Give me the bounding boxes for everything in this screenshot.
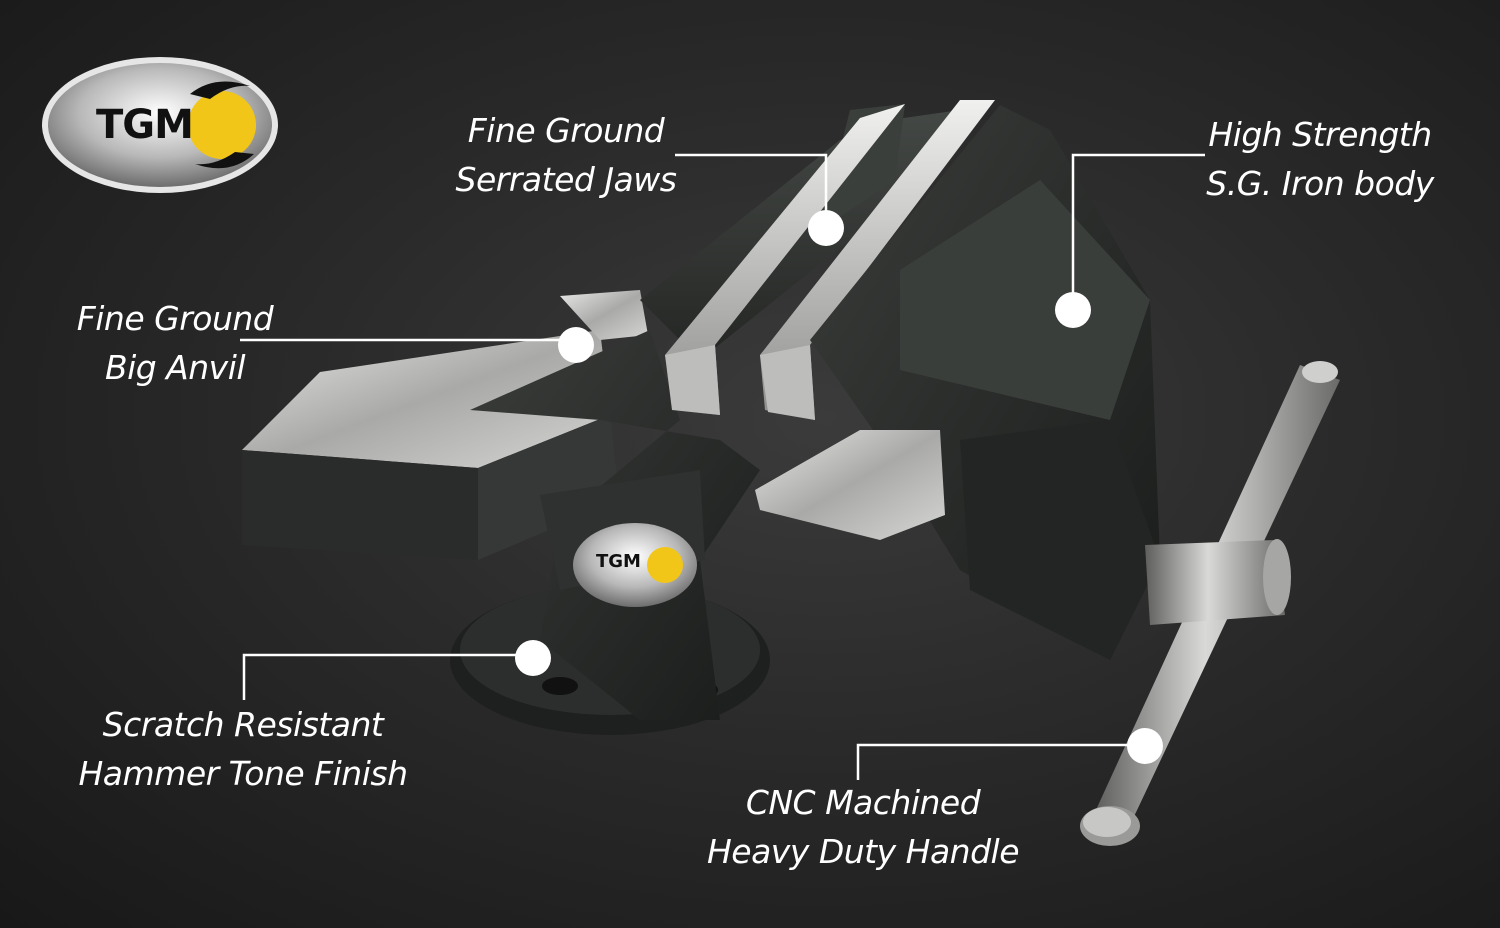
callout-jaws: Fine Ground Serrated Jaws (450, 106, 682, 204)
finish-dot (515, 640, 551, 676)
body-badge (573, 523, 697, 607)
anvil-dot (558, 327, 594, 363)
callout-jaws-line1: Fine Ground (467, 111, 665, 150)
callout-dots (515, 210, 1163, 764)
callout-body-line2: S.G. Iron body (1206, 164, 1434, 203)
jaws-dot (808, 210, 844, 246)
callout-handle-line2: Heavy Duty Handle (706, 832, 1020, 871)
logo-emblem (42, 57, 278, 193)
callout-body-line1: High Strength (1208, 115, 1432, 154)
callout-body: High Strength S.G. Iron body (1196, 110, 1444, 208)
callout-anvil: Fine Ground Big Anvil (70, 294, 280, 392)
callout-finish-line1: Scratch Resistant (102, 705, 384, 744)
vise-handle (1080, 361, 1340, 846)
callout-finish: Scratch Resistant Hammer Tone Finish (70, 700, 416, 798)
callout-jaws-line2: Serrated Jaws (455, 160, 677, 199)
vise-anvil (242, 290, 648, 560)
callout-handle-line1: CNC Machined (745, 783, 981, 822)
callout-anvil-line1: Fine Ground (76, 299, 274, 338)
callout-lines (240, 153, 1205, 780)
body-dot (1055, 292, 1091, 328)
logo-text: TGM (96, 102, 194, 148)
vise-jaw-plates (665, 100, 995, 420)
handle-dot (1127, 728, 1163, 764)
callout-finish-line2: Hammer Tone Finish (78, 754, 408, 793)
tgm-logo: TGM (40, 54, 280, 196)
callout-handle: CNC Machined Heavy Duty Handle (700, 778, 1026, 876)
callout-anvil-line2: Big Anvil (104, 348, 246, 387)
badge-text: TGM (596, 551, 641, 572)
